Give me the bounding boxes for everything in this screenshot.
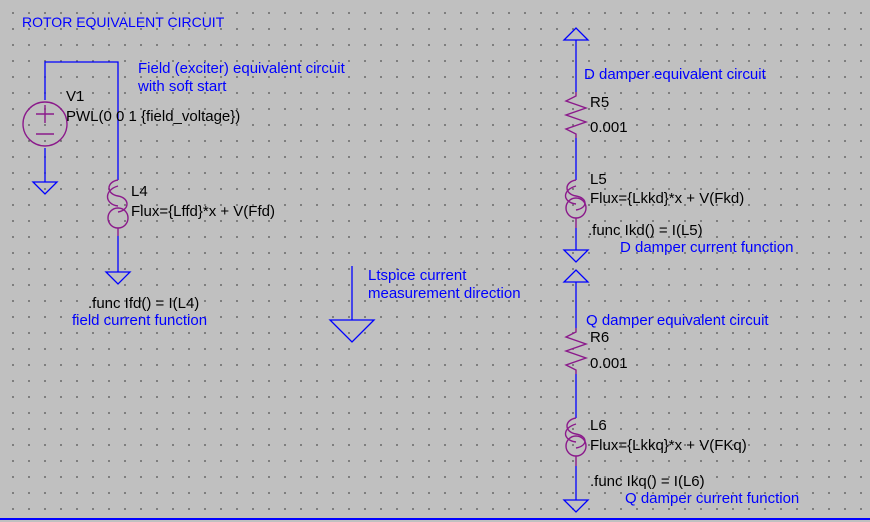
- ifd-func-directive[interactable]: .func Ifd() = I(L4): [88, 295, 200, 312]
- resistor-r5[interactable]: [563, 92, 589, 138]
- ikd-func-directive[interactable]: .func Ikd() = I(L5): [588, 222, 703, 239]
- v1-name-label[interactable]: V1: [66, 88, 85, 105]
- l5-name-label[interactable]: L5: [590, 171, 607, 188]
- resistor-r6[interactable]: [563, 328, 589, 374]
- measurement-note-line2[interactable]: measurement direction: [368, 285, 521, 302]
- field-circuit-description-2[interactable]: with soft start: [138, 78, 227, 95]
- ikd-func-comment[interactable]: D damper current function: [620, 239, 794, 256]
- field-circuit-wires: [44, 61, 119, 272]
- q-damper-wires: [562, 269, 590, 513]
- d-damper-description[interactable]: D damper equivalent circuit: [584, 66, 766, 83]
- v1-value-label[interactable]: PWL(0 0 1 {field_voltage}): [66, 108, 241, 125]
- inductor-l4[interactable]: [106, 179, 129, 236]
- inductor-l5[interactable]: [564, 179, 587, 228]
- d-damper-wires: [562, 27, 590, 263]
- r5-name-label[interactable]: R5: [590, 94, 610, 111]
- window-bottom-border: [0, 518, 870, 520]
- l4-name-label[interactable]: L4: [131, 183, 148, 200]
- measurement-note-line1[interactable]: Ltspice current: [368, 267, 467, 284]
- l6-value-label[interactable]: Flux={Lkkq}*x + V(FKq): [590, 437, 747, 454]
- ground-symbol-v1: [31, 181, 59, 195]
- r5-value-label[interactable]: 0.001: [590, 119, 628, 136]
- l5-value-label[interactable]: Flux={Lkkd}*x + V(Fkd): [590, 190, 745, 207]
- l4-value-label[interactable]: Flux={Lffd}*x + V(Ffd): [131, 203, 275, 220]
- r6-value-label[interactable]: 0.001: [590, 355, 628, 372]
- r6-name-label[interactable]: R6: [590, 329, 610, 346]
- ikq-func-directive[interactable]: .func Ikq() = I(L6): [590, 473, 705, 490]
- l6-name-label[interactable]: L6: [590, 417, 607, 434]
- schematic-title[interactable]: ROTOR EQUIVALENT CIRCUIT: [22, 14, 225, 30]
- measurement-direction-arrow: [328, 266, 376, 343]
- ifd-func-comment[interactable]: field current function: [72, 312, 208, 329]
- q-damper-description[interactable]: Q damper equivalent circuit: [586, 312, 769, 329]
- voltage-source-v1[interactable]: [22, 101, 68, 147]
- ikq-func-comment[interactable]: Q damper current function: [625, 490, 800, 507]
- ground-symbol-l4: [104, 271, 132, 285]
- inductor-l6[interactable]: [564, 417, 587, 466]
- field-circuit-description[interactable]: Field (exciter) equivalent circuit: [138, 60, 345, 77]
